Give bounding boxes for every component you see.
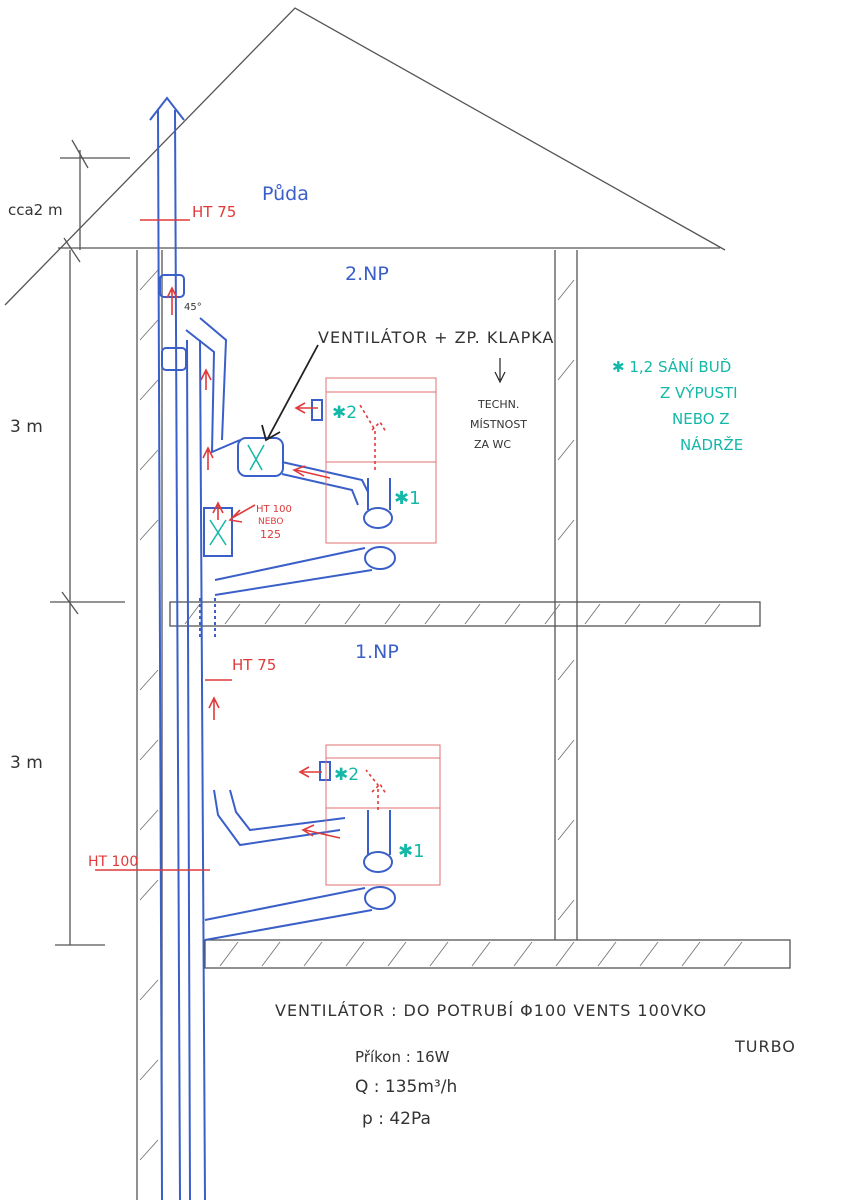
- arrow-exit-2np: [294, 402, 318, 414]
- roof-line: [4, 7, 726, 306]
- ceiling-slab-2np: [169, 601, 761, 627]
- arrow-stack: [166, 286, 178, 315]
- ceiling-slab-1np: [204, 939, 791, 969]
- spec-line1: VENTILÁTOR : DO POTRUBÍ Φ100 VENTS 100VK…: [275, 1001, 707, 1020]
- arrow-up-4: [212, 501, 224, 520]
- dotted-suction-1np: [365, 769, 387, 810]
- toilet-riser-2np: [367, 478, 391, 510]
- tech-room-pointer: [494, 358, 506, 384]
- tech-room-2np: [325, 377, 437, 544]
- fan-label: VENTILÁTOR + ZP. KLAPKA: [318, 328, 554, 347]
- pipe-to-fan: [185, 317, 241, 454]
- height-floor2: 3 m: [10, 417, 43, 437]
- vent-pipe-left: [186, 339, 191, 1200]
- arrow-up-2: [200, 368, 212, 390]
- fan-pipe-l1: HT 100: [256, 504, 292, 515]
- tech-rooms: [325, 377, 441, 886]
- note-l4: NÁDRŽE: [680, 435, 743, 454]
- tech-room-l2: MÍSTNOST: [470, 418, 527, 431]
- mark-2-1np: ✱2: [334, 765, 359, 785]
- duct-2np: [281, 461, 369, 506]
- mark-2-2np: ✱2: [332, 403, 357, 423]
- vent-pipe-right: [199, 339, 206, 1200]
- stack-sleeve: [161, 347, 187, 371]
- tech-room-l1: TECHN.: [477, 398, 519, 411]
- floor-drain-1np: [364, 886, 396, 910]
- toilet-bowl-2np: [363, 507, 393, 529]
- spec-line1b: TURBO: [734, 1037, 796, 1056]
- spec-flow: Q : 135m³/h: [355, 1077, 457, 1097]
- slab-penetration: [199, 598, 216, 640]
- connector-2np: [311, 399, 323, 421]
- pipe-label-mid: HT 75: [232, 656, 276, 674]
- building-outline: [4, 7, 791, 1200]
- angle-label: 45°: [184, 302, 202, 313]
- floor-drain-2np: [364, 546, 396, 570]
- horizontal-pipe-1np: [204, 887, 373, 941]
- spec-power: Příkon : 16W: [355, 1048, 450, 1066]
- arrow-exit-1np: [298, 766, 322, 778]
- main-stack-left: [157, 109, 163, 1200]
- spec-pressure: p : 42Pa: [362, 1109, 431, 1129]
- pipe-label-bottom: HT 100: [88, 854, 138, 870]
- arrow-duct-2np: [292, 465, 331, 479]
- toilet-riser-1np: [367, 810, 391, 855]
- dotted-suction-2np: [359, 404, 387, 470]
- fan-body: [237, 437, 284, 477]
- tech-room-l3: ZA WC: [474, 438, 511, 451]
- horizontal-pipe-2np: [214, 547, 373, 596]
- height-floor1: 3 m: [10, 753, 43, 773]
- fan-pointer: [261, 344, 319, 442]
- tech-room-1np: [325, 744, 441, 886]
- label-floor2: 2.NP: [345, 263, 389, 285]
- mark-1-2np: ✱1: [394, 488, 421, 509]
- pipe-label-top: HT 75: [192, 203, 236, 221]
- connector-1np: [319, 761, 331, 781]
- arrow-up-3: [208, 696, 220, 720]
- fan-pipe-l2: NEBO: [258, 517, 284, 527]
- fan-pipe-l3: 125: [260, 528, 281, 541]
- labels: Půda 2.NP 1.NP cca2 m 3 m 3 m 45° HT 75 …: [8, 183, 796, 1129]
- label-floor1: 1.NP: [355, 641, 399, 663]
- airflow-arrows: [95, 219, 387, 871]
- wall-hatching: [139, 269, 743, 1161]
- fan-impeller: [209, 444, 265, 546]
- mark-1-1np: ✱1: [398, 841, 425, 862]
- note-l3: NEBO Z: [672, 410, 730, 428]
- pipe-elbow-1np: [213, 789, 346, 847]
- stack-arrow-head: [149, 96, 185, 121]
- pipe-network: [149, 96, 396, 1200]
- arrow-up-1: [202, 446, 214, 470]
- height-top: cca2 m: [8, 201, 63, 219]
- main-stack-right: [174, 109, 181, 1200]
- note-l1: ✱ 1,2 SÁNÍ BUĎ: [612, 357, 731, 376]
- note-l2: Z VÝPUSTI: [660, 383, 738, 402]
- fan-dim-arrow: [228, 504, 256, 523]
- arrow-duct-1np: [301, 824, 341, 839]
- toilet-bowl-1np: [363, 851, 393, 873]
- label-attic: Půda: [262, 183, 309, 205]
